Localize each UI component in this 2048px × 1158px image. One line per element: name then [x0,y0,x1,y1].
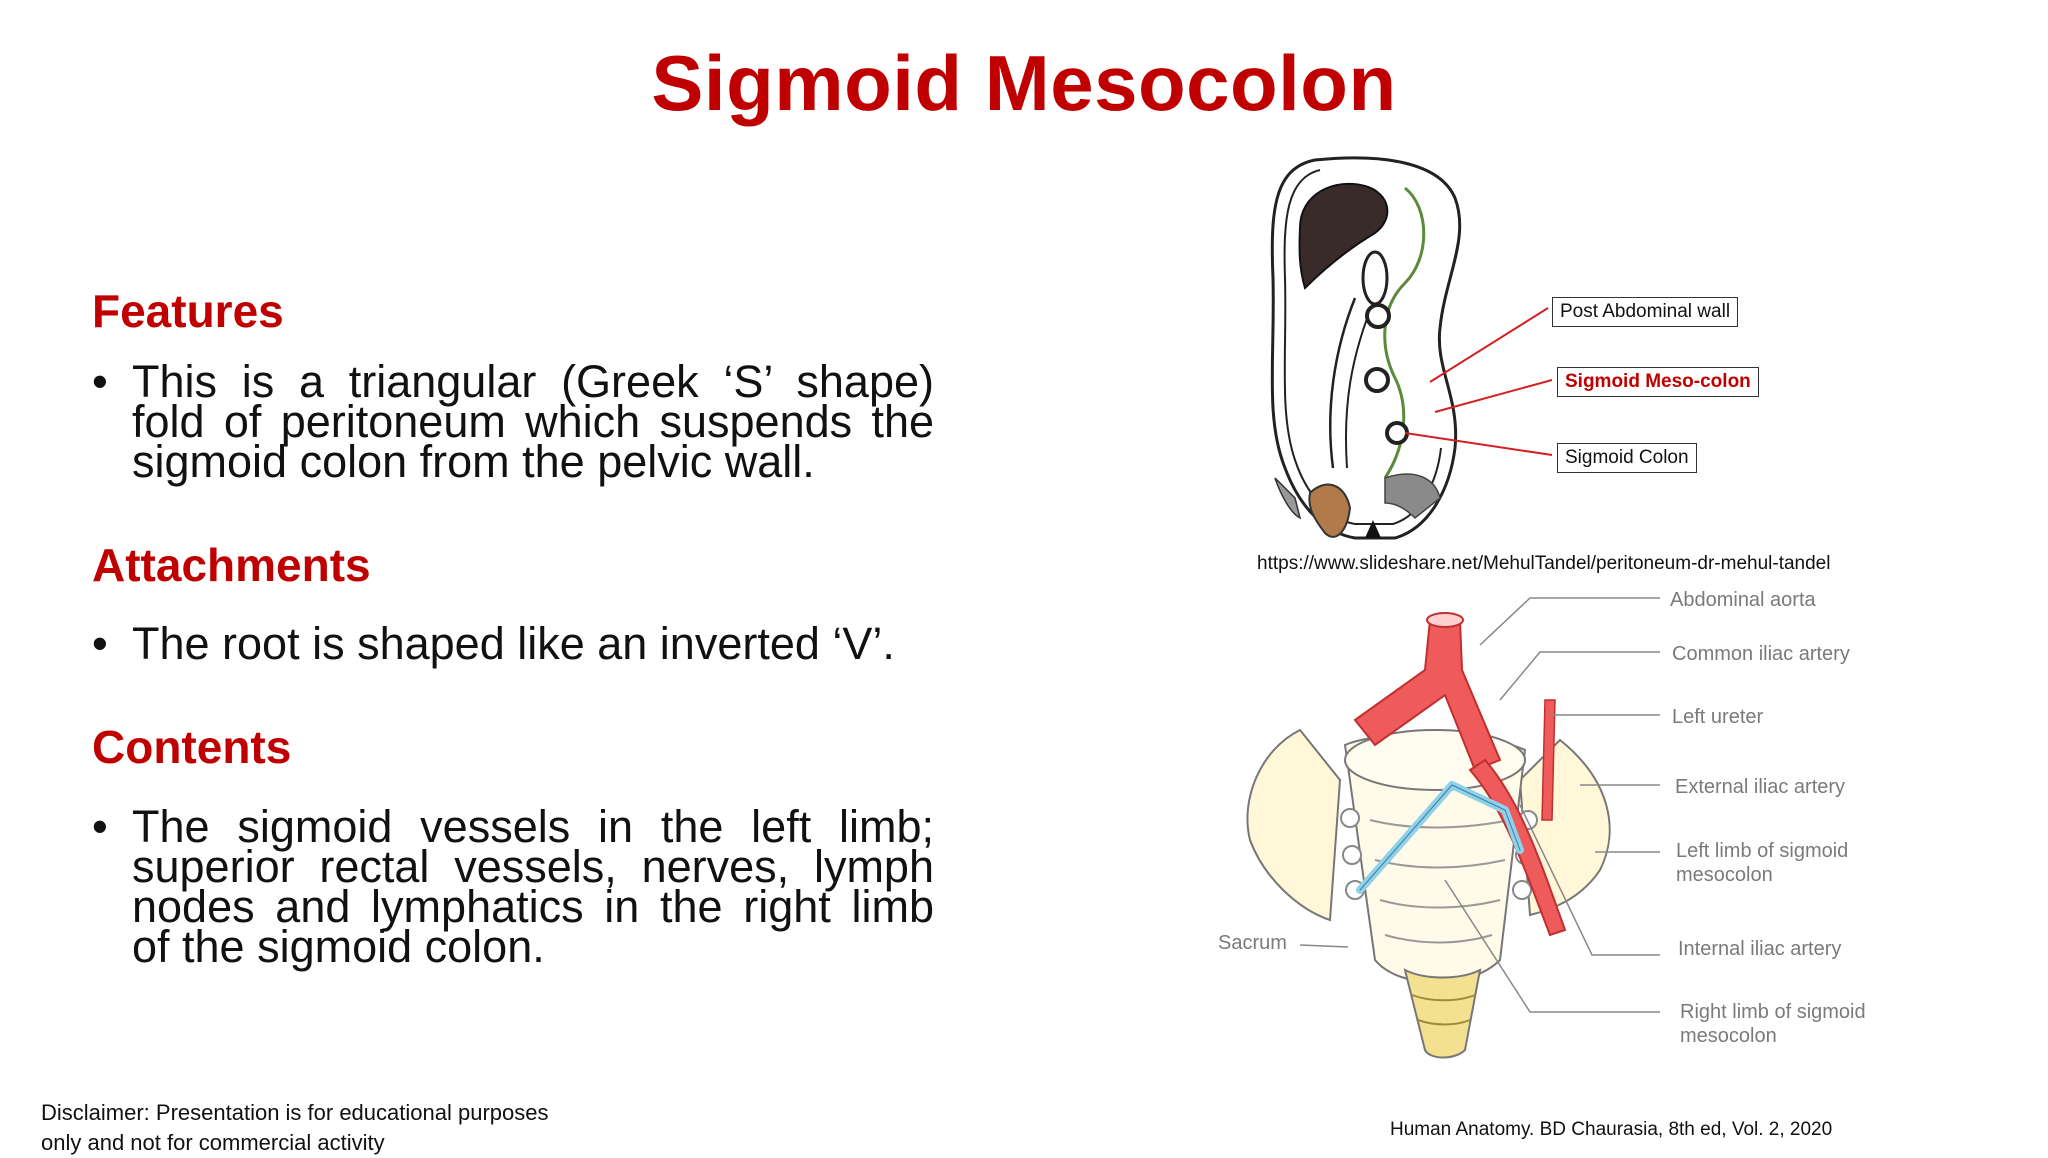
sacral-foramen-r3 [1512,880,1532,900]
disclaimer: Disclaimer: Presentation is for educatio… [41,1098,548,1158]
sacral-foramen-l1 [1340,808,1360,828]
leader-sacrum [1300,944,1349,948]
sacral-line-4 [1384,934,1493,944]
label-left-limb-sigmoid: Left limb of sigmoid mesocolon [1676,839,1848,887]
leader-abdominal-aorta [1479,597,1660,646]
left-iliac-wing [1246,728,1342,922]
pointer-sigmoid-meso-colon [1434,379,1553,413]
contents-heading: Contents [92,721,292,773]
pointer-sigmoid-colon [1404,432,1553,456]
liver-shape [1298,182,1389,290]
label-right-limb-line1: Right limb of sigmoid [1680,1001,1866,1023]
top-figure-source-url: https://www.slideshare.net/MehulTandel/p… [1257,553,1831,574]
label-sacrum: Sacrum [1218,932,1287,954]
coccyx [1403,968,1482,1059]
label-external-iliac-artery: External iliac artery [1675,776,1846,798]
bullet-marker: • [92,801,108,852]
contents-text: The sigmoid vessels in the left limb; su… [132,801,934,972]
pelvis-arteries-diagram [1246,612,1611,1059]
bullet-marker: • [92,356,108,407]
bullet-marker: • [92,618,108,669]
label-right-limb-sigmoid: Right limb of sigmoid mesocolon [1680,1000,1866,1048]
coccyx-line-1 [1411,994,1476,1002]
label-post-abdominal-wall: Post Abdominal wall [1552,297,1739,327]
slide-title: Sigmoid Mesocolon [651,39,1397,127]
pelvic-organ-red [1308,483,1352,538]
bottom-figure-citation: Human Anatomy. BD Chaurasia, 8th ed, Vol… [1390,1119,1833,1140]
aorta-opening [1426,612,1464,628]
label-right-limb-line2: mesocolon [1680,1025,1777,1047]
label-common-iliac-artery: Common iliac artery [1672,643,1850,665]
sacral-line-1 [1369,819,1511,829]
leader-internal-iliac-artery [1519,804,1660,956]
gut-section-2 [1364,367,1390,393]
peritoneum-sagittal-diagram [1270,156,1462,540]
label-left-ureter: Left ureter [1672,706,1764,728]
disclaimer-line-2: only and not for commercial activity [41,1130,385,1155]
features-heading: Features [92,285,284,337]
top-figure-pointers [1404,307,1553,456]
gut-section-1 [1365,303,1391,329]
contents-bullet: • The sigmoid vessels in the left limb; … [92,801,934,972]
mesentery-fold [1329,297,1357,469]
abdominal-aorta [1353,619,1502,772]
leader-right-limb-sigmoid [1444,879,1660,1013]
sacral-line-3 [1379,899,1501,909]
sacral-foramen-l2 [1342,845,1362,865]
perineum-arrow [1365,520,1381,538]
left-ureter [1541,699,1556,821]
pelvic-organ-grey [1384,473,1441,520]
label-sigmoid-meso-colon: Sigmoid Meso-colon [1557,367,1759,397]
label-internal-iliac-artery: Internal iliac artery [1678,938,1842,960]
leader-common-iliac-artery [1499,651,1660,701]
attachments-text: The root is shaped like an inverted ‘V’. [132,618,895,669]
attachments-heading: Attachments [92,539,371,591]
label-sigmoid-colon: Sigmoid Colon [1557,443,1697,473]
label-abdominal-aorta: Abdominal aorta [1670,589,1816,611]
disclaimer-line-1: Disclaimer: Presentation is for educatio… [41,1100,549,1125]
pubis-shape [1274,477,1302,520]
stomach-section [1361,250,1389,306]
bottom-figure-leader-lines [1444,597,1660,1013]
pointer-post-abdominal-wall [1429,307,1549,383]
coccyx-line-2 [1417,1019,1471,1026]
sigmoid-mesocolon-outline [1359,784,1521,891]
features-text: This is a triangular (Greek ‘S’ shape) f… [132,356,934,487]
features-bullet: • This is a triangular (Greek ‘S’ shape)… [92,356,934,487]
label-left-limb-line2: mesocolon [1676,864,1773,886]
label-left-limb-line1: Left limb of sigmoid [1676,840,1849,862]
attachments-bullet: • The root is shaped like an inverted ‘V… [92,618,934,669]
